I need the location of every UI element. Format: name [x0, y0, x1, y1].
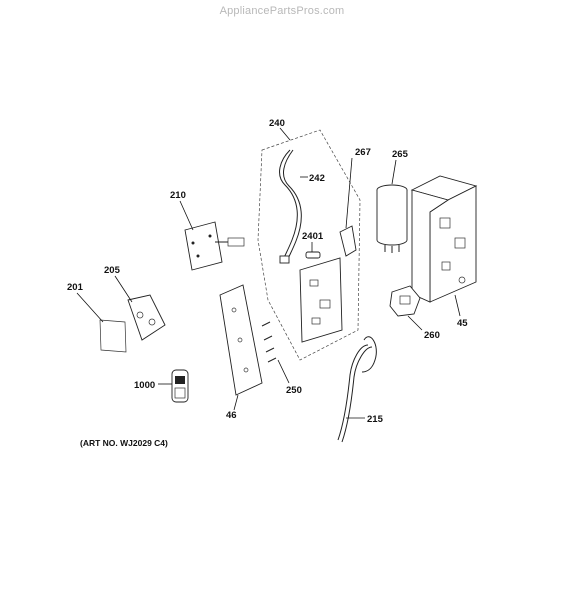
harness-connector: [279, 255, 290, 264]
art-number: (ART NO. WJ2029 C4): [80, 438, 168, 448]
leader-267: [345, 157, 353, 229]
leader-250: [277, 359, 290, 384]
box-screw: [458, 276, 466, 284]
wire-harness-2: [282, 149, 302, 260]
board-led-1: [191, 241, 195, 245]
board-led-2: [196, 254, 200, 258]
drain-hose-2: [341, 346, 373, 443]
leader-240: [279, 127, 291, 141]
callout-260: 260: [424, 330, 440, 341]
leader-265: [391, 159, 397, 185]
control-panel: [127, 294, 166, 341]
drain-hose: [337, 344, 369, 441]
box-cutout-1: [439, 217, 451, 229]
callout-250: 250: [286, 385, 302, 396]
remote-buttons: [174, 387, 186, 399]
callout-201: 201: [67, 282, 84, 293]
overlay-label: [99, 319, 127, 353]
switch-shaft: [399, 295, 411, 305]
leader-45: [454, 294, 461, 317]
box-cutout-3: [441, 261, 451, 271]
wire-harness: [279, 149, 298, 259]
leader-46: [233, 394, 239, 411]
panel-hole-3: [243, 367, 249, 373]
capacitor-body: [376, 190, 408, 246]
bracket: [339, 225, 357, 257]
electrical-box-side: [411, 189, 450, 303]
callout-45: 45: [457, 318, 468, 329]
board-chip-3: [311, 317, 321, 325]
screw-3: [265, 347, 275, 353]
callout-46: 46: [226, 410, 237, 421]
board-chip-1: [309, 279, 319, 287]
panel-hole-2: [237, 337, 243, 343]
sensor-lead: [361, 336, 377, 373]
screw-1: [261, 321, 271, 327]
callout-205: 205: [104, 265, 121, 276]
screw-2: [263, 335, 273, 341]
panel-knob-2: [148, 318, 156, 326]
remote-display: [175, 376, 185, 384]
panel-hole-1: [231, 307, 237, 313]
capacitor-terminals: [384, 245, 400, 253]
callout-210: 210: [170, 190, 186, 201]
leader-201: [76, 292, 104, 323]
screw-4: [267, 357, 277, 363]
callout-240: 240: [269, 118, 285, 129]
callout-215: 215: [367, 414, 384, 425]
box-cutout-2: [454, 237, 466, 249]
interface-board: [184, 221, 223, 271]
watermark: AppliancePartsPros.com: [219, 5, 345, 17]
callout-1000: 1000: [134, 380, 155, 391]
fuse: [305, 251, 321, 259]
leader-210: [179, 200, 194, 231]
leader-260: [407, 315, 423, 331]
interface-board-connector: [227, 237, 245, 247]
callout-2401: 2401: [302, 231, 324, 242]
callout-265: 265: [392, 149, 409, 160]
board-led-3: [208, 234, 212, 238]
board-chip-2: [319, 299, 331, 309]
control-box-outline: [257, 129, 361, 361]
panel-knob-1: [136, 311, 144, 319]
callout-242: 242: [309, 173, 325, 184]
leader-205: [114, 275, 133, 303]
callout-267: 267: [355, 147, 371, 158]
